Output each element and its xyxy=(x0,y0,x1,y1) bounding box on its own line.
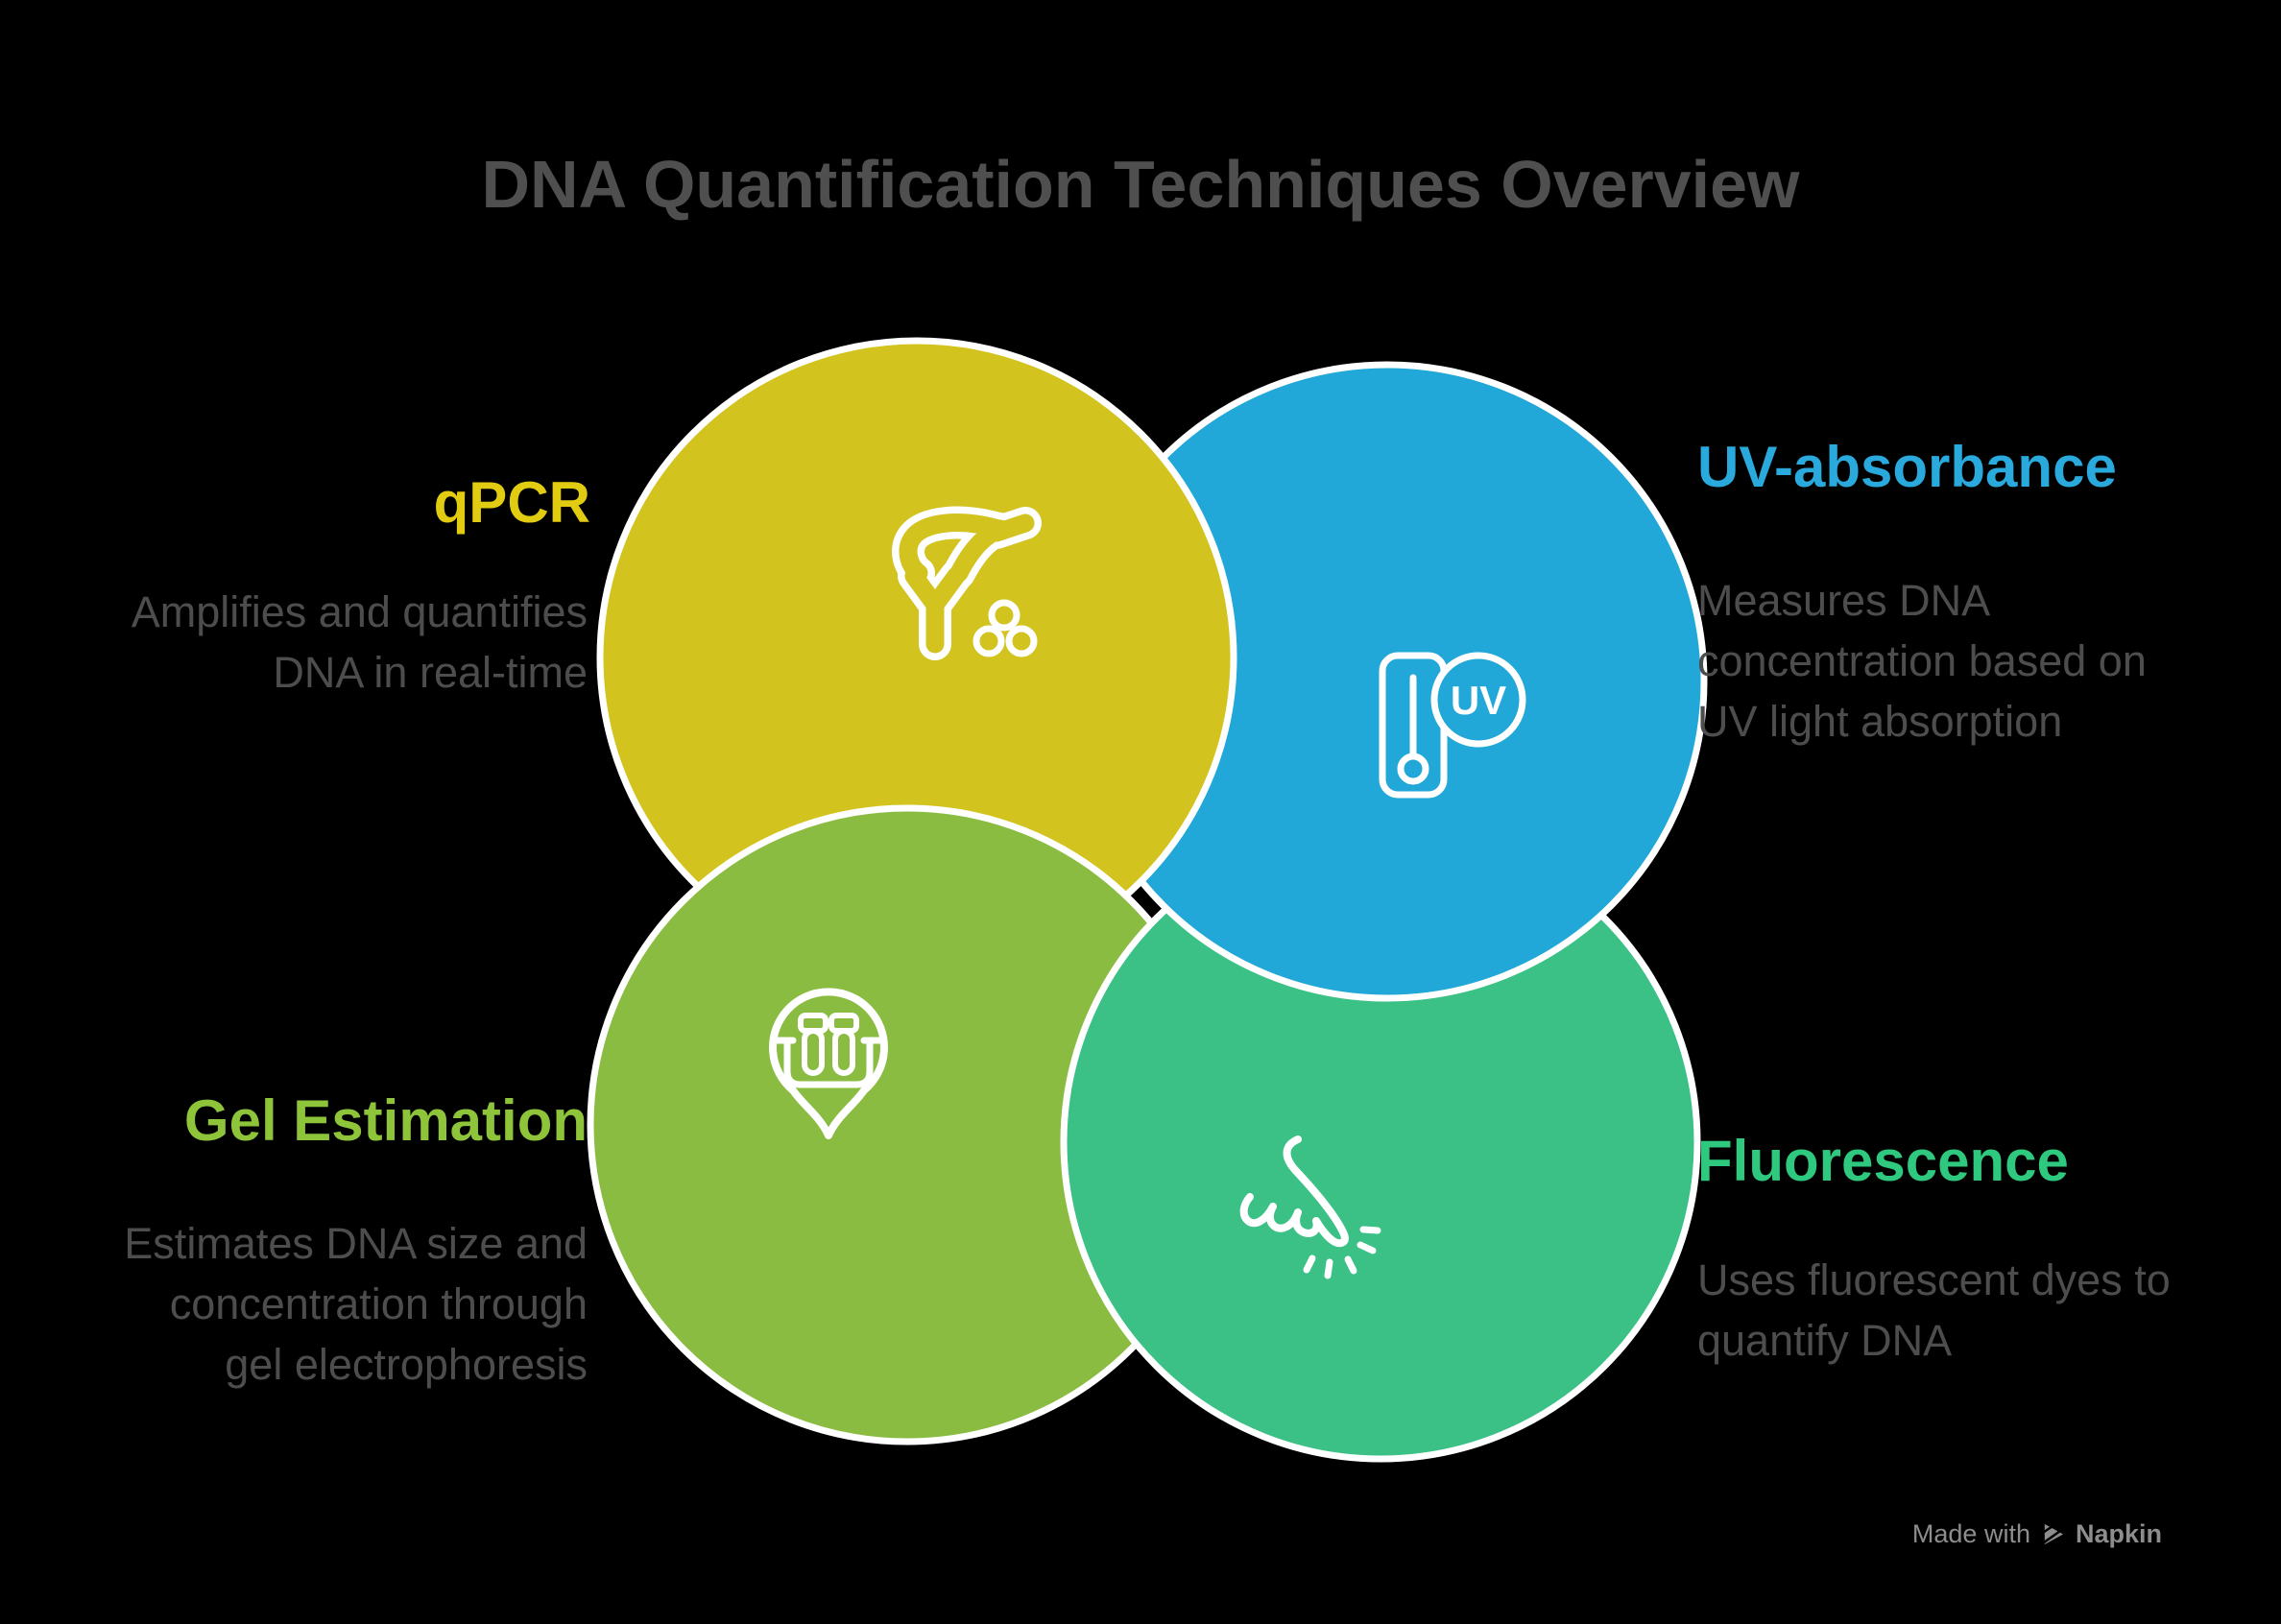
qpcr-label: qPCR xyxy=(433,470,590,535)
made-with-text: Made with xyxy=(1911,1519,2030,1548)
desc-line: UV light absorption xyxy=(1697,697,2063,746)
pcr-y-connector-molecules-icon xyxy=(892,506,1042,660)
gel-estimation-label: Gel Estimation xyxy=(183,1088,588,1153)
napkin-logo-icon xyxy=(2041,1522,2064,1545)
uv-absorbance-description: Measures DNA concentration based on UV l… xyxy=(1697,570,2147,752)
qpcr-description: Amplifies and quantifies DNA in real-tim… xyxy=(132,582,588,703)
fluorescence-label: Fluorescence xyxy=(1697,1129,2069,1193)
uv-absorbance-label: UV-absorbance xyxy=(1697,435,2117,499)
touch-spark-icon xyxy=(1239,1135,1381,1279)
desc-line: Amplifies and quantifies xyxy=(131,587,588,636)
desc-line: concentration based on xyxy=(1697,636,2147,685)
desc-line: gel electrophoresis xyxy=(225,1340,588,1389)
napkin-brand-text: Napkin xyxy=(2075,1519,2162,1548)
desc-line: concentration through xyxy=(169,1279,588,1328)
uv-meter-icon: UV xyxy=(1379,652,1526,799)
gel-estimation-description: Estimates DNA size and concentration thr… xyxy=(124,1213,588,1395)
fluorescence-description: Uses fluorescent dyes to quantify DNA xyxy=(1697,1250,2171,1371)
test-tube-rack-pin-icon xyxy=(769,988,888,1139)
desc-line: quantify DNA xyxy=(1697,1316,1953,1365)
uv-badge-text: UV xyxy=(1451,678,1506,723)
desc-line: Measures DNA xyxy=(1697,576,1991,625)
desc-line: Estimates DNA size and xyxy=(124,1219,588,1268)
desc-line: Uses fluorescent dyes to xyxy=(1697,1255,2171,1304)
desc-line: DNA in real-time xyxy=(273,648,588,697)
page-title: DNA Quantification Techniques Overview xyxy=(481,147,1800,222)
napkin-watermark: Made with Napkin xyxy=(1912,1519,2162,1549)
